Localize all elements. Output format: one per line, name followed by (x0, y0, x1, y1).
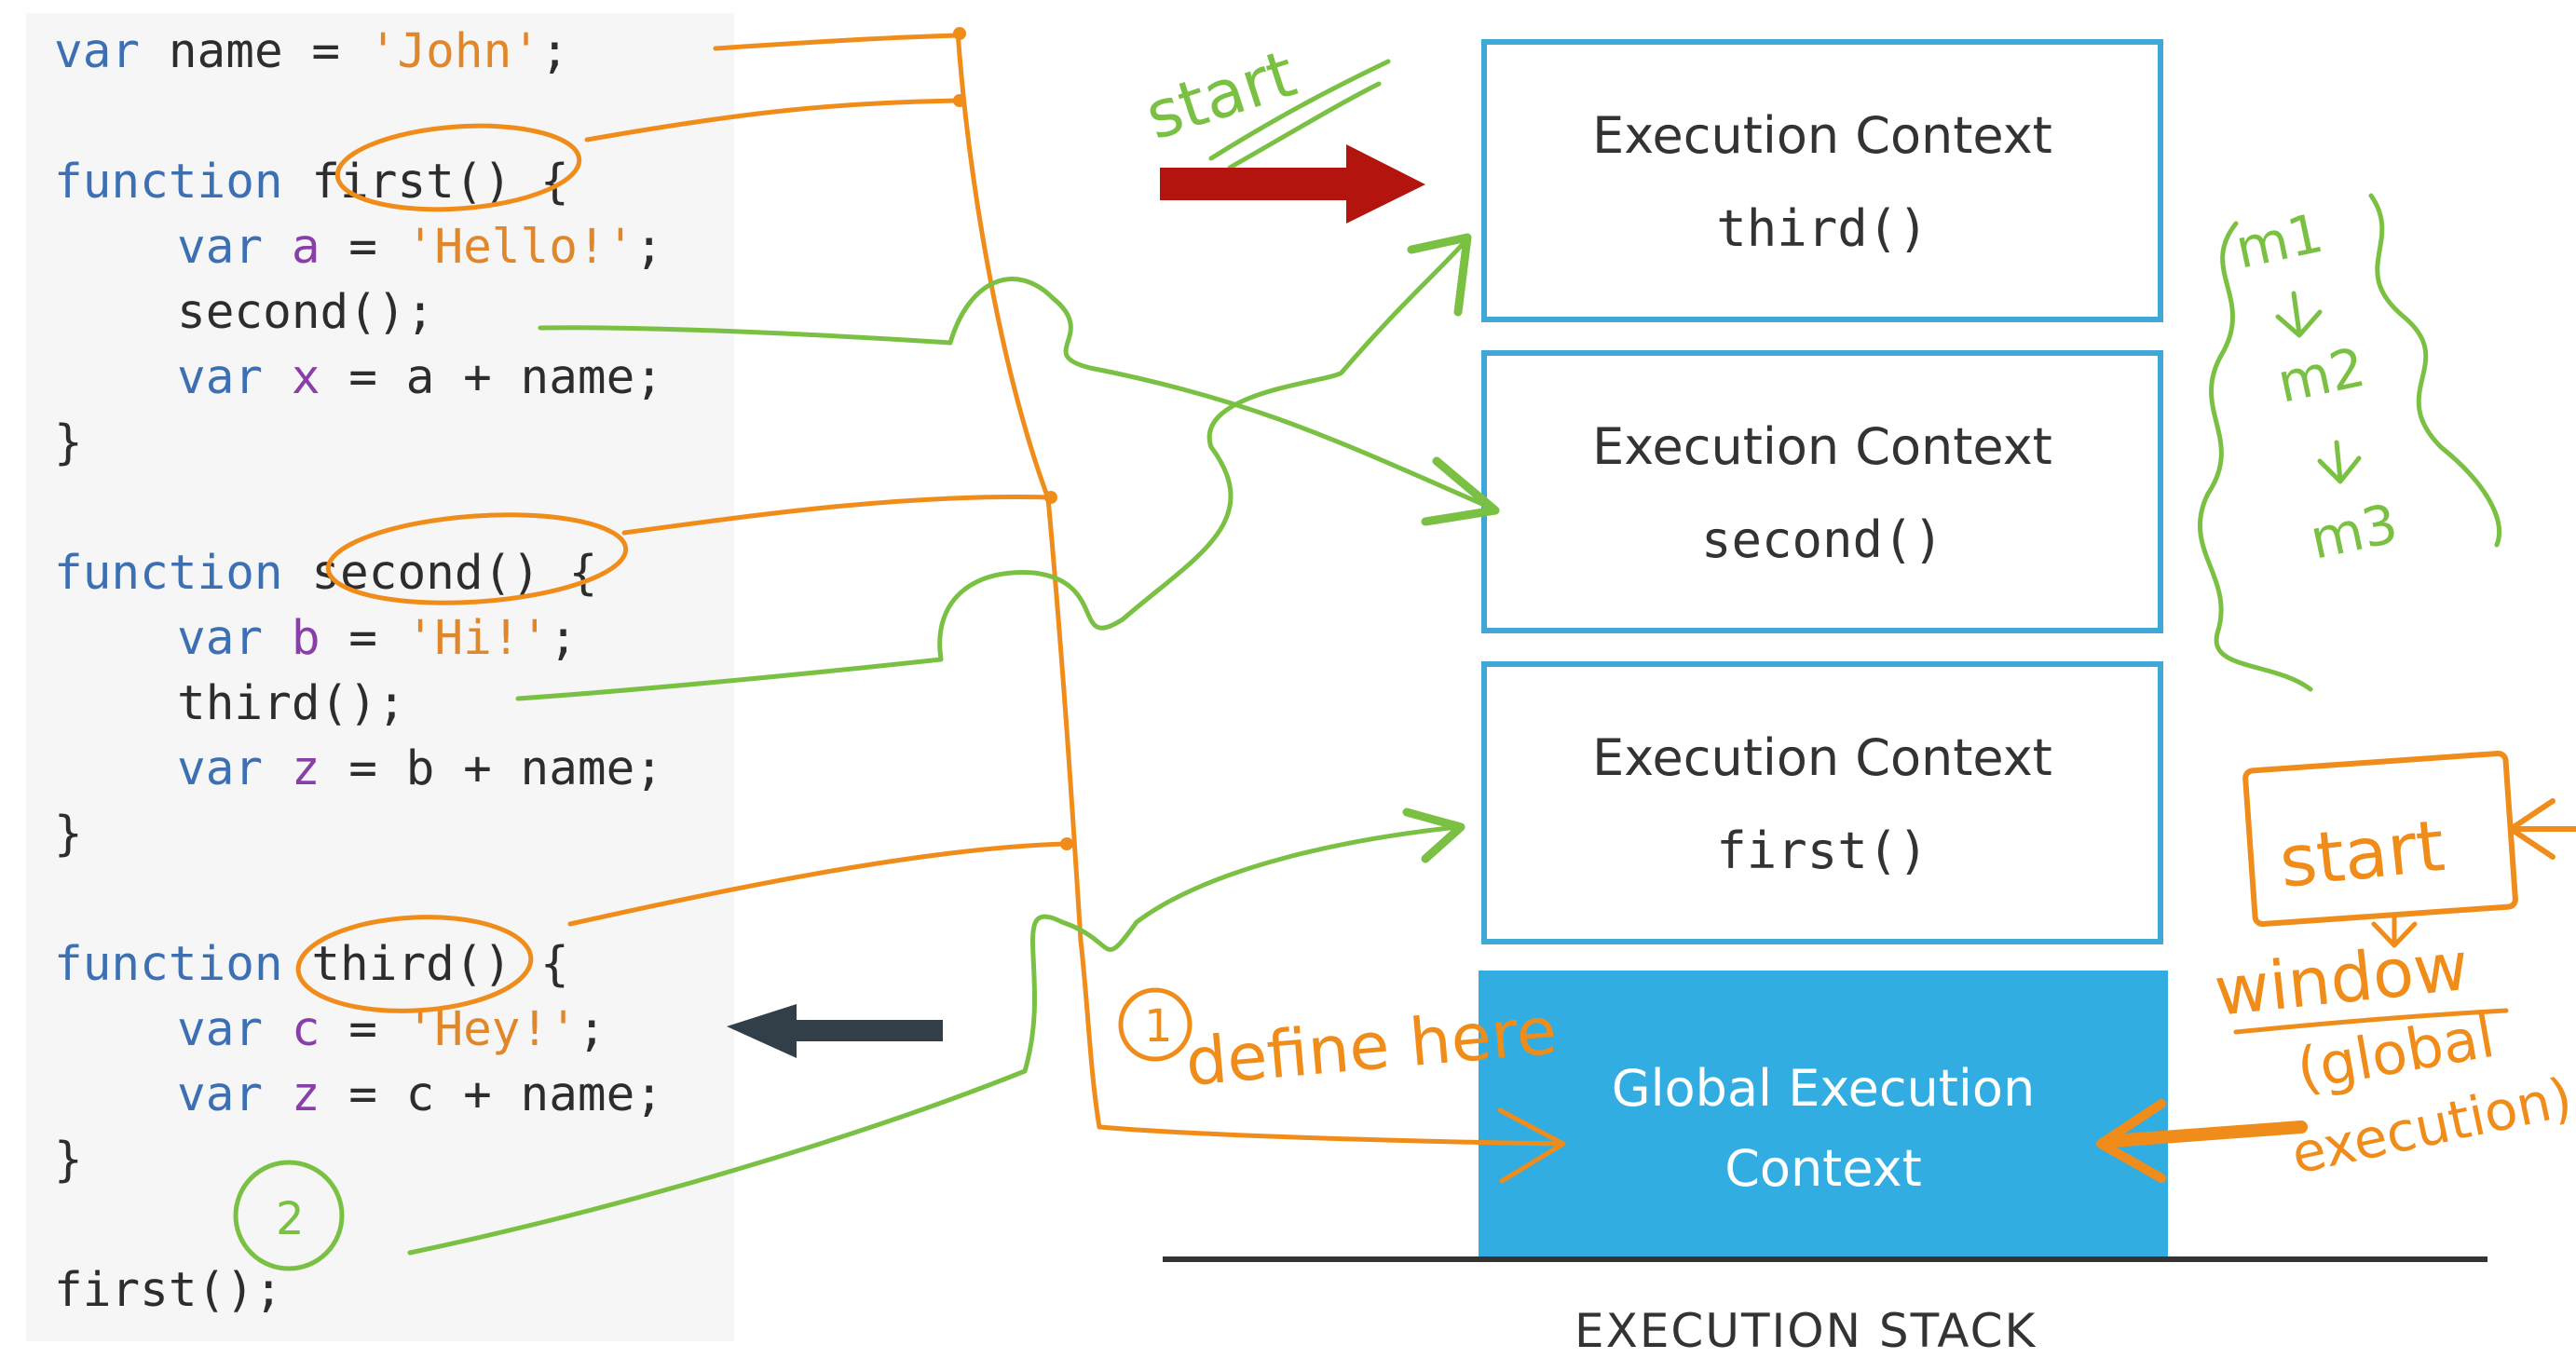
code-panel (26, 13, 734, 1341)
global-context: Global Execution Context (1479, 971, 2168, 1259)
green-down-arrow (2275, 291, 2323, 338)
orange-connector-third (567, 841, 1070, 927)
circled-two-icon (233, 1160, 345, 1271)
green-call-third (515, 241, 1465, 701)
context-first: Execution Context first() (1481, 661, 2163, 944)
code-line: var b = 'Hi!'; (177, 611, 578, 666)
context-function: second() (1700, 510, 1944, 569)
green-call-second (538, 277, 1493, 510)
global-context-title: Global Execution Context (1611, 1059, 2036, 1198)
window-arrow-to-global (2106, 1120, 2308, 1148)
code-line: first(); (54, 1263, 283, 1318)
context-third: Execution Context third() (1481, 39, 2163, 322)
context-function: first() (1716, 822, 1929, 880)
orange-arrow-to-global (1097, 1124, 1559, 1147)
context-title: Execution Context (1592, 728, 2052, 787)
orange-spine (955, 29, 1102, 1130)
circle-third (295, 915, 534, 1013)
code-line: third(); (177, 676, 406, 731)
code-line: function third() { (54, 937, 569, 992)
context-function: third() (1716, 199, 1929, 258)
context-second: Execution Context second() (1481, 350, 2163, 633)
code-line: var a = 'Hello!'; (177, 220, 664, 275)
red-start-arrow-icon (1160, 144, 1425, 224)
m2-note: m2 (2272, 335, 2371, 415)
start-down-arrow (2371, 915, 2418, 948)
stack-baseline (1163, 1256, 2487, 1262)
context-title: Execution Context (1592, 417, 2052, 476)
code-line: var c = 'Hey!'; (177, 1002, 607, 1057)
orange-connector-name (713, 33, 962, 51)
code-line: } (54, 415, 83, 470)
code-line: } (54, 1133, 83, 1188)
dark-arrow-icon (727, 1004, 943, 1058)
code-line: var name = 'John'; (54, 24, 569, 79)
start-box-label: start (2276, 804, 2448, 903)
circled-one-label: 1 (1144, 1000, 1173, 1052)
green-underline (1208, 59, 1391, 170)
code-line: var z = c + name; (177, 1067, 664, 1122)
green-down-arrow (2317, 440, 2362, 484)
circle-first (334, 123, 582, 212)
circle-second (325, 512, 629, 605)
circled-two-label: 2 (276, 1193, 305, 1245)
define-here-note: define here (1182, 992, 1560, 1100)
context-title: Execution Context (1592, 106, 2052, 165)
code-line: second(); (177, 285, 435, 340)
m3-note: m3 (2305, 492, 2404, 572)
code-line: var x = a + name; (177, 350, 664, 405)
orange-connector-second (621, 494, 1054, 536)
code-line: var z = b + name; (177, 741, 664, 796)
green-left-brace (2197, 221, 2313, 692)
circled-one-icon (1118, 987, 1193, 1062)
green-call-first (407, 824, 1461, 1256)
window-underline (2233, 1008, 2509, 1035)
green-right-brace (2368, 193, 2501, 548)
orange-connector-first (584, 98, 962, 143)
m1-note: m1 (2230, 201, 2329, 281)
code-line: } (54, 807, 83, 862)
